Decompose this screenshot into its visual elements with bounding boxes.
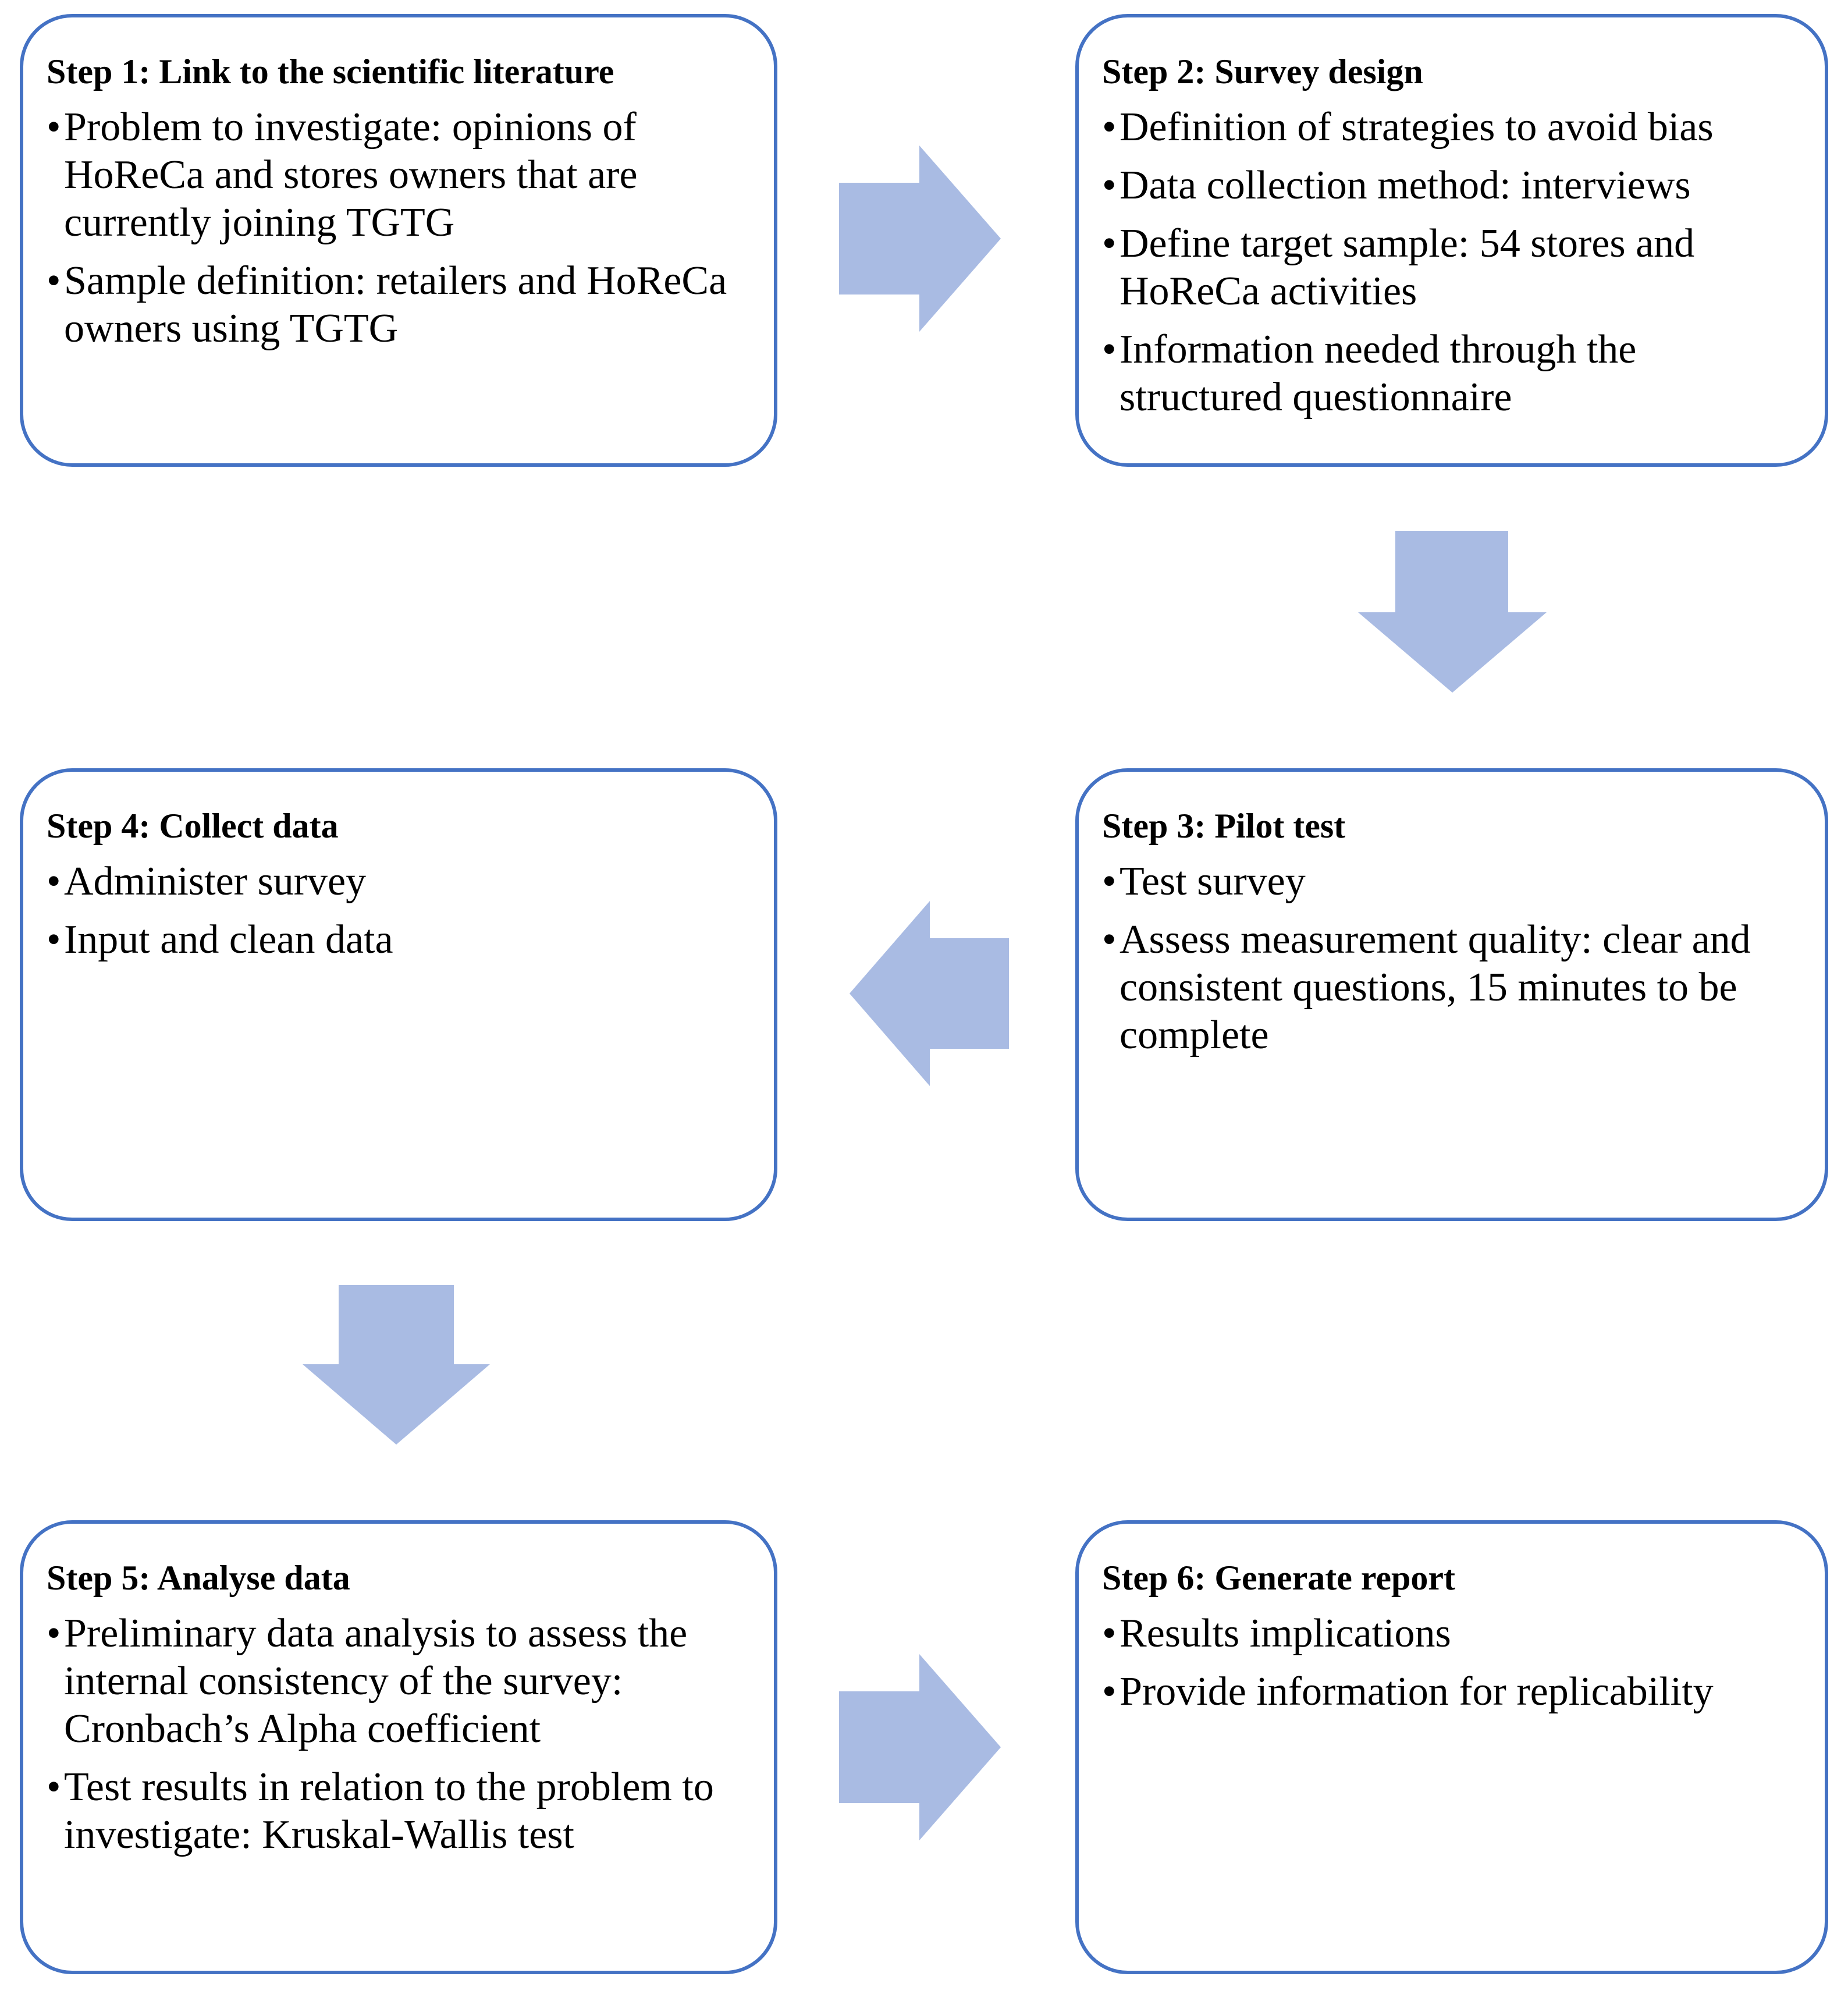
bullet-text: Assess measurement quality: clear and co…: [1120, 917, 1751, 1058]
step-4-bullets: •Administer survey •Input and clean data: [47, 858, 751, 964]
arrow-down-icon: [1358, 531, 1547, 693]
arrow-left-icon: [850, 901, 1009, 1086]
bullet-dot-icon: •: [1102, 1669, 1117, 1714]
step-6-bullets: •Results implications •Provide informati…: [1102, 1610, 1801, 1716]
step-2-bullet-4: •Information needed through the structur…: [1102, 326, 1801, 421]
step-5-bullet-2: •Test results in relation to the problem…: [47, 1764, 751, 1859]
bullet-text: Definition of strategies to avoid bias: [1120, 105, 1714, 150]
step-1-bullet-2: •Sample definition: retailers and HoReCa…: [47, 257, 751, 353]
bullet-dot-icon: •: [47, 917, 61, 962]
arrow-right-shape: [839, 1654, 1001, 1840]
step-4-title: Step 4: Collect data: [47, 807, 339, 845]
step-1-box: Step 1: Link to the scientific literatur…: [20, 14, 777, 467]
bullet-dot-icon: •: [1102, 221, 1117, 266]
bullet-dot-icon: •: [1102, 917, 1117, 962]
step-3-title: Step 3: Pilot test: [1102, 807, 1346, 845]
step-1-title: Step 1: Link to the scientific literatur…: [47, 52, 614, 91]
step-5-bullets: •Preliminary data analysis to assess the…: [47, 1610, 751, 1859]
bullet-dot-icon: •: [47, 258, 61, 303]
step-4-bullet-1: •Administer survey: [47, 858, 751, 906]
step-3-bullet-1: •Test survey: [1102, 858, 1801, 906]
arrow-right-polygon: [839, 1654, 1001, 1840]
bullet-text: Provide information for replicability: [1120, 1669, 1714, 1714]
bullet-dot-icon: •: [1102, 105, 1117, 150]
arrow-right-shape: [839, 146, 1001, 332]
bullet-text: Preliminary data analysis to assess the …: [64, 1611, 688, 1751]
arrow-right-icon: [839, 1654, 1001, 1840]
arrow-left-shape: [850, 901, 1009, 1086]
step-2-bullets: •Definition of strategies to avoid bias …: [1102, 104, 1801, 421]
step-3-bullet-2: •Assess measurement quality: clear and c…: [1102, 916, 1801, 1059]
bullet-text: Problem to investigate: opinions of HoRe…: [64, 105, 638, 245]
bullet-dot-icon: •: [1102, 1611, 1117, 1656]
bullet-text: Define target sample: 54 stores and HoRe…: [1120, 221, 1695, 314]
bullet-text: Data collection method: interviews: [1120, 163, 1691, 208]
step-3-box: Step 3: Pilot test •Test survey •Assess …: [1075, 768, 1828, 1221]
arrow-down-polygon: [1358, 531, 1547, 693]
bullet-text: Input and clean data: [64, 917, 393, 962]
step-2-bullet-2: •Data collection method: interviews: [1102, 162, 1801, 210]
bullet-dot-icon: •: [47, 859, 61, 904]
step-5-bullet-1: •Preliminary data analysis to assess the…: [47, 1610, 751, 1753]
arrow-down-shape: [303, 1285, 490, 1445]
bullet-dot-icon: •: [1102, 327, 1117, 372]
step-1-bullet-1: •Problem to investigate: opinions of HoR…: [47, 104, 751, 247]
step-2-box: Step 2: Survey design •Definition of str…: [1075, 14, 1828, 467]
arrow-down-polygon: [303, 1285, 490, 1445]
step-6-box: Step 6: Generate report •Results implica…: [1075, 1520, 1828, 1974]
arrow-right-icon: [839, 146, 1001, 332]
arrow-down-icon: [303, 1285, 490, 1445]
step-4-box: Step 4: Collect data •Administer survey …: [20, 768, 777, 1221]
bullet-text: Sample definition: retailers and HoReCa …: [64, 258, 727, 351]
bullet-text: Information needed through the structure…: [1120, 327, 1637, 420]
arrow-right-polygon: [839, 146, 1001, 332]
bullet-text: Results implications: [1120, 1611, 1451, 1656]
arrow-down-shape: [1358, 531, 1547, 693]
bullet-text: Test results in relation to the problem …: [64, 1765, 714, 1857]
step-5-box: Step 5: Analyse data •Preliminary data a…: [20, 1520, 777, 1974]
step-2-title: Step 2: Survey design: [1102, 52, 1423, 91]
bullet-dot-icon: •: [1102, 859, 1117, 904]
bullet-dot-icon: •: [47, 1611, 61, 1656]
step-6-bullet-2: •Provide information for replicability: [1102, 1668, 1801, 1716]
bullet-dot-icon: •: [1102, 163, 1117, 208]
step-2-bullet-3: •Define target sample: 54 stores and HoR…: [1102, 220, 1801, 315]
bullet-text: Test survey: [1120, 859, 1306, 904]
step-4-bullet-2: •Input and clean data: [47, 916, 751, 964]
step-5-title: Step 5: Analyse data: [47, 1559, 350, 1597]
step-6-title: Step 6: Generate report: [1102, 1559, 1456, 1597]
bullet-text: Administer survey: [64, 859, 367, 904]
step-2-bullet-1: •Definition of strategies to avoid bias: [1102, 104, 1801, 151]
step-6-bullet-1: •Results implications: [1102, 1610, 1801, 1658]
step-3-bullets: •Test survey •Assess measurement quality…: [1102, 858, 1801, 1059]
step-1-bullets: •Problem to investigate: opinions of HoR…: [47, 104, 751, 353]
arrow-left-polygon: [850, 901, 1009, 1086]
bullet-dot-icon: •: [47, 1765, 61, 1809]
bullet-dot-icon: •: [47, 105, 61, 150]
